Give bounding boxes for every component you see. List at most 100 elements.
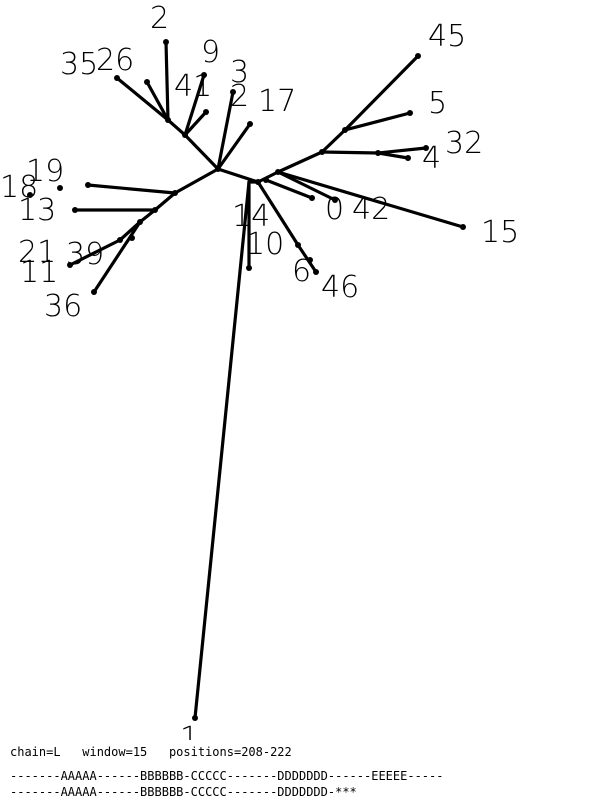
tree-node	[342, 127, 348, 133]
tree-node	[332, 197, 338, 203]
tree-branch	[320, 150, 380, 155]
tree-node	[307, 257, 313, 263]
tree-branch	[276, 170, 465, 229]
tree-branch	[296, 243, 318, 274]
tree-branch	[216, 122, 252, 171]
tree-branch	[320, 128, 347, 154]
tree-branch	[68, 238, 122, 267]
tree-node	[246, 265, 252, 271]
leaf-label-13: 13	[18, 193, 56, 228]
tree-node	[144, 79, 150, 85]
leaf-label-5: 5	[428, 86, 447, 121]
tree-branch	[92, 220, 142, 294]
tree-branch	[376, 151, 410, 160]
leaf-label-1: 1	[180, 721, 199, 740]
leaf-label-26: 26	[96, 43, 134, 78]
tree-branch	[166, 118, 187, 137]
tree-node	[309, 195, 315, 201]
tree-node	[201, 72, 207, 78]
tree-node	[319, 149, 325, 155]
tree-node	[85, 182, 91, 188]
leaf-label-42: 42	[352, 192, 390, 227]
tree-node	[423, 145, 429, 151]
tree-node	[57, 185, 63, 191]
tree-node	[230, 89, 236, 95]
leaf-label-11: 11	[20, 255, 58, 290]
tree-branch	[145, 80, 170, 122]
alignment-line-1: -------AAAAA------BBBBBB-CCCCC-------DDD…	[10, 769, 444, 783]
leaf-label-39: 39	[66, 237, 104, 272]
leaf-label-35: 35	[60, 47, 98, 82]
tree-branch	[276, 170, 337, 202]
tree-branch	[86, 183, 177, 195]
tree-node	[182, 132, 188, 138]
leaf-label-4: 4	[422, 141, 441, 176]
tree-node	[275, 169, 281, 175]
leaf-label-18: 18	[0, 170, 38, 205]
tree-node	[192, 715, 198, 721]
tree-branch	[343, 54, 420, 132]
tree-branch	[256, 180, 300, 247]
tree-node	[27, 192, 33, 198]
tree-branch	[256, 170, 280, 184]
window-params: chain=L window=15 positions=208-222	[10, 745, 292, 759]
tree-branch	[153, 191, 177, 212]
tree-node	[114, 75, 120, 81]
tree-node	[255, 179, 261, 185]
tree-branch	[376, 146, 428, 155]
tree-node	[203, 109, 209, 115]
tree-branch	[164, 40, 170, 122]
leaf-label-32: 32	[445, 126, 483, 161]
tree-node	[129, 235, 135, 241]
leaf-label-41: 41	[174, 69, 212, 104]
leaf-label-2b: 2	[230, 79, 249, 114]
tree-node	[67, 262, 73, 268]
tree-node	[163, 39, 169, 45]
tree-node	[375, 150, 381, 156]
tree-branch	[183, 133, 220, 171]
leaf-label-6: 6	[292, 254, 311, 289]
tree-branch	[193, 180, 251, 720]
leaf-label-14: 14	[232, 199, 270, 234]
tree-node	[215, 166, 221, 172]
tree-node	[405, 155, 411, 161]
leaf-label-19: 19	[26, 154, 64, 189]
tree-branch	[216, 167, 260, 184]
leaf-label-15: 15	[481, 215, 519, 250]
leaf-label-3: 3	[230, 55, 249, 90]
tree-node	[152, 207, 158, 213]
tree-node	[137, 219, 143, 225]
tree-node	[247, 121, 253, 127]
leaf-label-9: 9	[201, 35, 220, 70]
tree-node	[415, 53, 421, 59]
alignment-line-2: -------AAAAA------BBBBBB-CCCCC-------DDD…	[10, 785, 357, 799]
leaf-label-2: 2	[150, 1, 169, 36]
tree-branch	[115, 76, 170, 122]
tree-node	[172, 190, 178, 196]
tree-branch	[118, 220, 142, 242]
tree-branch	[138, 208, 157, 224]
tree-node	[263, 177, 269, 183]
tree-node	[117, 237, 123, 243]
leaf-label-21: 21	[18, 235, 56, 270]
tree-node	[460, 224, 466, 230]
tree-node	[407, 110, 413, 116]
tree-branch	[173, 167, 220, 195]
tree-branch	[183, 73, 206, 137]
leaf-label-36: 36	[44, 289, 82, 324]
leaf-label-46: 46	[321, 270, 359, 305]
tree-branch	[216, 90, 235, 171]
leaf-label-17: 17	[258, 84, 296, 119]
tree-node	[72, 207, 78, 213]
leaf-label-45: 45	[428, 19, 466, 54]
tree-branch	[276, 150, 324, 174]
leaf-label-0: 0	[325, 192, 344, 227]
tree-node	[295, 242, 301, 248]
tree-node	[165, 117, 171, 123]
leaf-label-10: 10	[246, 227, 284, 262]
tree-branch	[183, 110, 208, 137]
tree-node	[91, 289, 97, 295]
tree-node	[313, 269, 319, 275]
tree-branch	[264, 178, 314, 200]
